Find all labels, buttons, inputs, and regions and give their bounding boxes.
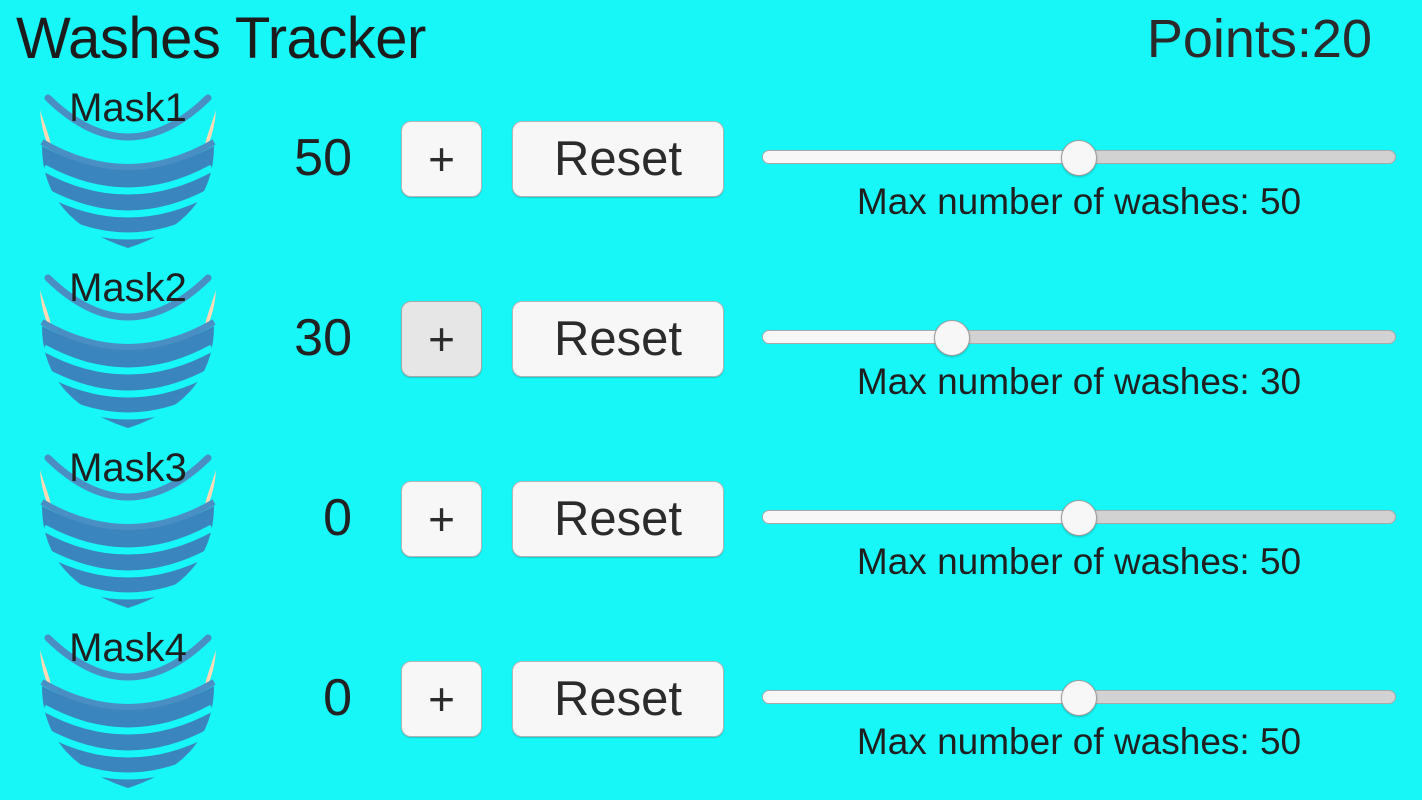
- increment-button[interactable]: +: [401, 301, 482, 377]
- max-washes-slider[interactable]: [762, 320, 1396, 356]
- slider-track-fill: [763, 691, 1079, 703]
- mask-row: Mask1 50 + Reset Max number of washes: 5…: [0, 78, 1422, 258]
- wash-count: 0: [323, 489, 352, 547]
- max-washes-caption: Max number of washes: 30: [856, 361, 1302, 402]
- face-mask-icon: [40, 454, 216, 608]
- mask-icon: Mask1: [8, 80, 248, 256]
- face-mask-icon: [40, 274, 216, 428]
- face-mask-icon: [40, 634, 216, 788]
- reset-button[interactable]: Reset: [512, 661, 724, 737]
- slider-track-fill: [763, 511, 1079, 523]
- face-mask-icon: [40, 94, 216, 248]
- page-title: Washes Tracker: [16, 6, 426, 71]
- slider-thumb[interactable]: [1061, 680, 1097, 716]
- reset-button[interactable]: Reset: [512, 481, 724, 557]
- max-washes-slider-area: Max number of washes: 30: [762, 258, 1396, 438]
- mask-row: Mask2 30 + Reset Max number of washes: 3…: [0, 258, 1422, 438]
- max-washes-slider[interactable]: [762, 680, 1396, 716]
- max-washes-caption: Max number of washes: 50: [856, 541, 1302, 582]
- mask-row: Mask4 0 + Reset Max number of washes: 50: [0, 618, 1422, 798]
- max-washes-slider[interactable]: [762, 140, 1396, 176]
- slider-track[interactable]: [762, 330, 1396, 344]
- mask-icon: Mask4: [8, 620, 248, 796]
- mask-row: Mask3 0 + Reset Max number of washes: 50: [0, 438, 1422, 618]
- app-header: Washes Tracker Points:20: [0, 0, 1422, 78]
- slider-thumb[interactable]: [1061, 140, 1097, 176]
- max-washes-slider-area: Max number of washes: 50: [762, 438, 1396, 618]
- max-washes-slider-area: Max number of washes: 50: [762, 618, 1396, 798]
- wash-count: 50: [294, 129, 352, 187]
- max-washes-caption: Max number of washes: 50: [856, 721, 1302, 762]
- slider-thumb[interactable]: [934, 320, 971, 356]
- increment-button[interactable]: +: [401, 121, 482, 197]
- max-washes-slider-area: Max number of washes: 50: [762, 78, 1396, 258]
- reset-button[interactable]: Reset: [512, 301, 724, 377]
- slider-thumb[interactable]: [1061, 500, 1097, 536]
- points-counter: Points:20: [1146, 9, 1372, 69]
- wash-count: 0: [323, 669, 352, 727]
- wash-count: 30: [294, 309, 352, 367]
- increment-button[interactable]: +: [401, 481, 482, 557]
- slider-track-fill: [763, 331, 953, 343]
- max-washes-slider[interactable]: [762, 500, 1396, 536]
- mask-icon: Mask3: [8, 440, 248, 616]
- mask-icon: Mask2: [8, 260, 248, 436]
- max-washes-caption: Max number of washes: 50: [856, 181, 1302, 222]
- reset-button[interactable]: Reset: [512, 121, 724, 197]
- slider-track-fill: [763, 151, 1079, 163]
- increment-button[interactable]: +: [401, 661, 482, 737]
